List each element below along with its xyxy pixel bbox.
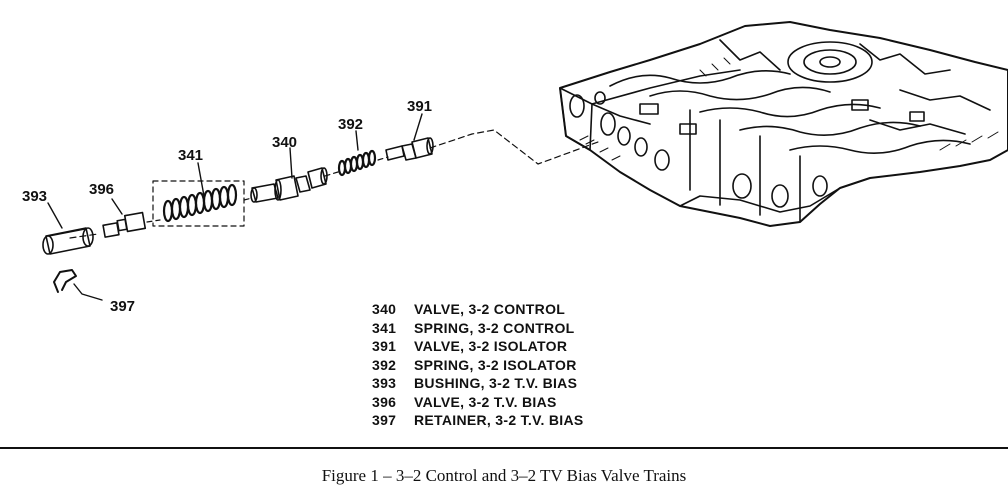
- caption-divider: [0, 447, 1008, 449]
- bushing-393: [42, 227, 94, 255]
- callout-393: 393: [22, 188, 48, 205]
- leader-396: [111, 198, 123, 215]
- spring-392: [337, 149, 377, 177]
- retainer-397: [53, 269, 77, 293]
- callout-391: 391: [407, 98, 433, 115]
- leader-397: [73, 283, 103, 301]
- assembly-axis-line: [429, 129, 599, 165]
- assembly-axis-line-left: [69, 233, 99, 239]
- leader-392: [355, 130, 359, 151]
- callout-341: 341: [178, 147, 204, 164]
- leader-341: [197, 162, 205, 197]
- callout-397: 397: [110, 298, 136, 315]
- valve-340: [250, 167, 328, 203]
- spring-341: [162, 183, 238, 223]
- leader-391: [413, 113, 423, 141]
- valve-396: [102, 211, 147, 238]
- figure-caption: Figure 1 – 3–2 Control and 3–2 TV Bias V…: [321, 466, 687, 485]
- spring-341-bounding-box: [152, 180, 245, 227]
- callout-340: 340: [272, 134, 298, 151]
- callout-392: 392: [338, 116, 364, 133]
- leader-340: [289, 147, 293, 179]
- valve-body-casting: [559, 21, 1008, 227]
- leader-393: [47, 202, 63, 229]
- valve-391: [385, 137, 434, 161]
- callout-396: 396: [89, 181, 115, 198]
